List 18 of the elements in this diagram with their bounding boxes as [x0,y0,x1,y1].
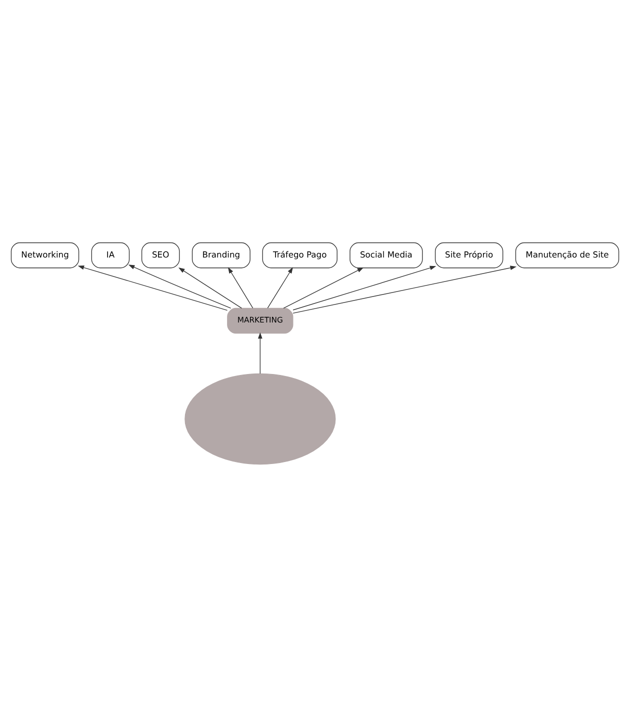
node-box: Manutenção de Site [515,242,620,268]
node-box: Networking [10,242,80,268]
arrow [267,267,293,308]
arrow [292,266,517,314]
arrow [292,266,436,310]
arrow [283,267,364,309]
node-box: Tráfego Pago [262,242,338,268]
arrow [258,332,262,374]
arrow [78,265,228,311]
node-box: Site Próprio [434,242,504,268]
arrow [228,267,254,308]
arrow [178,268,242,309]
node-box: Branding [192,242,250,268]
node-box: IA [91,242,130,268]
node-box: Social Media [350,242,423,268]
arrow [128,264,232,309]
node-box: SEO [141,242,180,268]
node-ellipse [184,373,336,465]
